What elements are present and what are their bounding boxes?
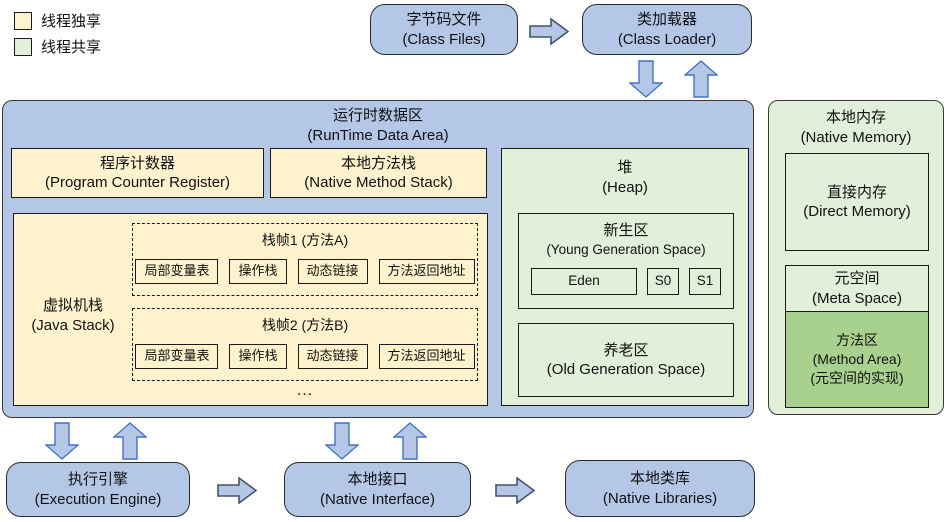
pc-register-zh: 程序计数器 <box>99 154 175 172</box>
old-gen-zh: 养老区 <box>603 341 649 359</box>
stack-frame-2-cells: 局部变量表 操作栈 动态链接 方法返回地址 <box>133 344 477 369</box>
young-generation-box: 新生区 (Young Generation Space) Eden S0 S1 <box>518 213 734 309</box>
heap-zh: 堆 <box>617 159 633 176</box>
method-area-box: 方法区 (Method Area) (元空间的实现) <box>786 312 928 407</box>
execution-engine-zh: 执行引擎 <box>67 471 128 488</box>
direct-memory-zh: 直接内存 <box>826 183 887 201</box>
metaspace-header: 元空间 (Meta Space) <box>786 266 928 312</box>
arrow-right-icon <box>495 477 535 504</box>
native-libraries-zh: 本地类库 <box>629 470 690 487</box>
thread-shared-swatch <box>14 37 32 56</box>
legend-label: 线程共享 <box>41 39 102 56</box>
arrow-up-icon <box>684 60 718 98</box>
dynamic-linking-cell: 动态链接 <box>297 259 368 284</box>
native-interface-node: 本地接口 (Native Interface) <box>284 462 471 517</box>
class-files-en: (Class Files) <box>402 30 486 48</box>
operand-stack-cell: 操作栈 <box>229 344 287 369</box>
arrow-right-icon <box>529 18 569 45</box>
execution-engine-node: 执行引擎 (Execution Engine) <box>6 462 190 517</box>
stack-frame-2-title: 栈帧2 (方法B) <box>261 317 349 333</box>
execution-engine-en: (Execution Engine) <box>34 490 162 508</box>
native-memory-zh: 本地内存 <box>825 109 886 126</box>
program-counter-register-box: 程序计数器 (Program Counter Register) <box>11 148 264 198</box>
direct-memory-box: 直接内存 (Direct Memory) <box>785 153 929 251</box>
native-libraries-en: (Native Libraries) <box>602 489 718 507</box>
arrow-down-icon <box>629 60 663 98</box>
old-gen-en: (Old Generation Space) <box>546 361 706 378</box>
java-stack-zh: 虚拟机栈 <box>42 297 103 314</box>
native-method-stack-box: 本地方法栈 (Native Method Stack) <box>270 148 487 198</box>
native-memory-area: 本地内存 (Native Memory) 直接内存 (Direct Memory… <box>768 100 944 415</box>
return-address-cell: 方法返回地址 <box>378 344 475 369</box>
native-interface-en: (Native Interface) <box>319 490 436 508</box>
heap-box: 堆 (Heap) 新生区 (Young Generation Space) Ed… <box>501 148 749 406</box>
stack-frame-1-title: 栈帧1 (方法A) <box>261 232 349 248</box>
class-loader-node: 类加载器 (Class Loader) <box>582 4 752 55</box>
s0-cell: S0 <box>647 268 679 295</box>
method-area-en: (Method Area) <box>812 351 902 368</box>
arrow-up-icon <box>113 422 147 460</box>
stack-frame-2: 栈帧2 (方法B) 局部变量表 操作栈 动态链接 方法返回地址 <box>132 308 478 381</box>
runtime-data-area: 运行时数据区 (RunTime Data Area) 程序计数器 (Progra… <box>2 100 754 418</box>
method-area-zh: 方法区 <box>836 332 878 349</box>
more-frames-ellipsis: ... <box>296 382 314 399</box>
stack-frame-1-cells: 局部变量表 操作栈 动态链接 方法返回地址 <box>133 259 477 284</box>
stack-frame-1: 栈帧1 (方法A) 局部变量表 操作栈 动态链接 方法返回地址 <box>132 223 478 296</box>
native-memory-title: 本地内存 (Native Memory) <box>769 101 943 147</box>
s1-cell: S1 <box>689 268 721 295</box>
eden-cell: Eden <box>531 268 637 295</box>
metaspace-en: (Meta Space) <box>811 289 903 307</box>
metaspace-zh: 元空间 <box>834 270 880 287</box>
metaspace-box: 元空间 (Meta Space) 方法区 (Method Area) (元空间的… <box>785 265 929 408</box>
young-gen-zh: 新生区 <box>603 222 649 239</box>
local-variable-table-cell: 局部变量表 <box>135 344 219 369</box>
old-generation-box: 养老区 (Old Generation Space) <box>518 323 734 397</box>
native-interface-zh: 本地接口 <box>347 471 408 488</box>
arrow-down-icon <box>325 422 359 460</box>
heap-title: 堆 (Heap) <box>502 149 748 197</box>
arrow-down-icon <box>45 422 79 460</box>
java-stack-box: 虚拟机栈 (Java Stack) 栈帧1 (方法A) 局部变量表 操作栈 动态… <box>13 213 488 406</box>
runtime-area-title: 运行时数据区 (RunTime Data Area) <box>3 106 753 145</box>
native-method-stack-en: (Native Method Stack) <box>304 174 453 191</box>
arrow-right-icon <box>217 477 257 504</box>
native-memory-en: (Native Memory) <box>800 128 912 146</box>
direct-memory-en: (Direct Memory) <box>803 203 911 220</box>
arrow-up-icon <box>393 422 427 460</box>
java-stack-en: (Java Stack) <box>31 316 115 334</box>
method-area-note: (元空间的实现) <box>810 369 904 386</box>
operand-stack-cell: 操作栈 <box>229 259 287 284</box>
thread-private-swatch <box>14 11 32 30</box>
native-libraries-node: 本地类库 (Native Libraries) <box>565 460 755 517</box>
heap-en: (Heap) <box>602 178 648 196</box>
legend-item-thread-shared: 线程共享 <box>14 36 101 57</box>
local-variable-table-cell: 局部变量表 <box>135 259 219 284</box>
dynamic-linking-cell: 动态链接 <box>297 344 368 369</box>
runtime-title-zh: 运行时数据区 <box>332 107 423 124</box>
java-stack-label: 虚拟机栈 (Java Stack) <box>14 296 132 335</box>
legend-label: 线程独享 <box>41 13 102 30</box>
young-gen-cells: Eden S0 S1 <box>531 268 721 295</box>
class-loader-en: (Class Loader) <box>617 30 717 48</box>
legend-item-thread-private: 线程独享 <box>14 10 101 31</box>
runtime-title-en: (RunTime Data Area) <box>307 126 449 144</box>
young-generation-title: 新生区 (Young Generation Space) <box>519 214 733 258</box>
return-address-cell: 方法返回地址 <box>378 259 475 284</box>
young-gen-en: (Young Generation Space) <box>546 241 706 257</box>
class-loader-zh: 类加载器 <box>636 11 697 28</box>
native-method-stack-zh: 本地方法栈 <box>340 154 416 172</box>
class-files-node: 字节码文件 (Class Files) <box>370 4 518 55</box>
class-files-zh: 字节码文件 <box>406 11 482 28</box>
pc-register-en: (Program Counter Register) <box>44 174 231 191</box>
